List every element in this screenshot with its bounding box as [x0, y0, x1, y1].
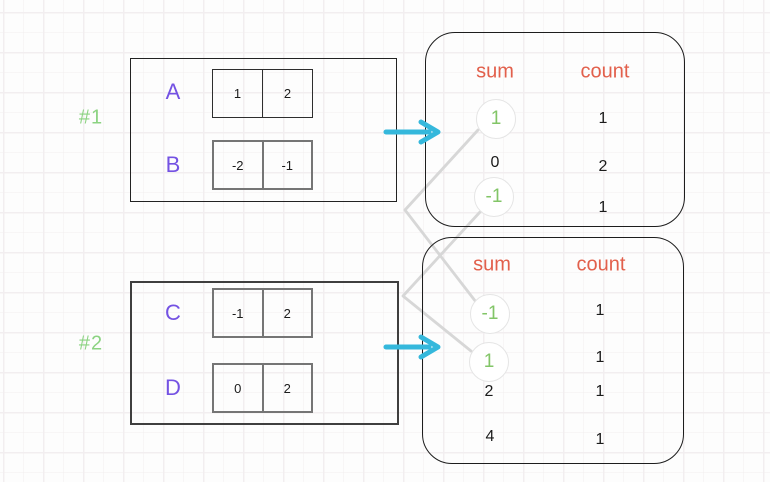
- sum-value: 4: [485, 428, 495, 445]
- array-d-label: D: [165, 375, 181, 400]
- circled-sum-value: -1: [474, 177, 514, 217]
- array-b-cell-0: -2: [231, 157, 244, 173]
- example-2-input-box: [130, 281, 399, 425]
- array-c-cell-1: 2: [261, 290, 312, 336]
- sum-value: 1: [483, 351, 495, 372]
- array-b-cells: -2 -1: [212, 140, 313, 190]
- circled-sum-value: 1: [469, 342, 509, 382]
- count-value: 1: [595, 431, 605, 448]
- circled-sum-value: -1: [470, 294, 510, 334]
- example-1-result-box: [425, 32, 685, 227]
- example-2-count-header: count: [576, 253, 626, 276]
- example-1-label: #1: [78, 106, 104, 129]
- example-2-label: #2: [78, 332, 104, 355]
- example-2-sum-header: sum: [473, 253, 511, 276]
- example-2-result-box: [422, 237, 684, 464]
- array-a-label: A: [165, 79, 181, 104]
- count-value: 1: [595, 349, 605, 366]
- count-value: 1: [595, 383, 605, 400]
- array-b-label: B: [165, 152, 181, 177]
- array-c-cell-0: -1: [231, 305, 244, 321]
- example-1-count-header: count: [580, 60, 630, 83]
- count-value: 2: [598, 158, 608, 175]
- array-d-cell-1: 2: [261, 365, 312, 411]
- array-c-cells: -1 2: [212, 288, 313, 338]
- count-value: 1: [595, 302, 605, 319]
- array-a-cell-1: 2: [262, 70, 312, 117]
- array-a-cell-0: 1: [233, 86, 242, 101]
- array-a-cells: 1 2: [212, 69, 313, 118]
- array-d-cell-0: 0: [234, 380, 242, 396]
- circled-sum-value: 1: [476, 99, 516, 139]
- count-value: 1: [598, 199, 608, 216]
- sum-value: 1: [490, 108, 502, 129]
- sum-value: -1: [485, 186, 503, 207]
- example-1-sum-header: sum: [476, 60, 514, 83]
- array-c-label: C: [165, 300, 181, 325]
- count-value: 1: [598, 110, 608, 127]
- sum-value: 0: [490, 154, 500, 171]
- array-d-cells: 0 2: [212, 363, 313, 413]
- sum-value: -1: [481, 303, 499, 324]
- array-b-cell-1: -1: [261, 142, 312, 188]
- sum-value: 2: [484, 383, 494, 400]
